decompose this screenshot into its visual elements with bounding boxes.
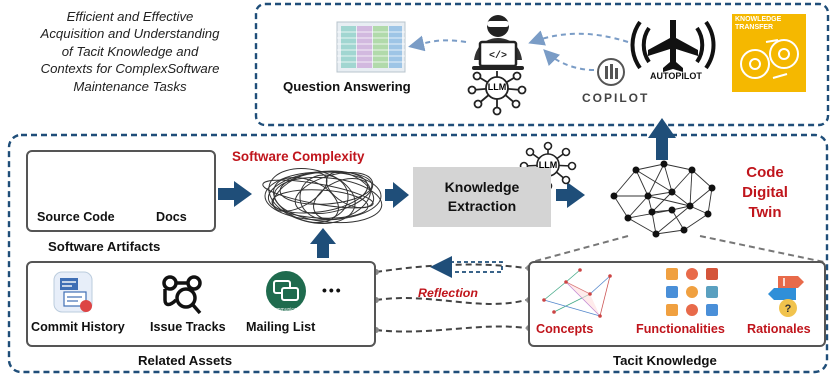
twin-cone-left: [531, 235, 629, 263]
related-assets-title: Related Assets: [138, 353, 233, 368]
twin-line2: Digital: [742, 184, 788, 201]
autopilot-icon: [630, 20, 716, 72]
knowledge-transfer-label: KNOWLEDGE TRANSFER: [735, 16, 781, 32]
reflection-label: Reflection: [418, 286, 478, 300]
docs-label: Docs: [156, 210, 187, 224]
asset-knowledge-connectors: [375, 263, 527, 333]
functionalities-label: Functionalities: [636, 322, 725, 336]
knowledge-transfer-tile: [732, 14, 806, 92]
twin-cone-right: [699, 235, 825, 263]
arrow-assets-to-complexity: [310, 228, 336, 258]
copilot-icon: [597, 58, 625, 86]
kt-line1: KNOWLEDGE: [735, 16, 782, 23]
reflection-arrow: [430, 256, 503, 278]
arrow-extraction-to-twin: [556, 182, 585, 208]
arrow-artifacts-to-complexity: [218, 181, 252, 207]
digital-twin-nodes: [610, 160, 716, 238]
ke-line1: Knowledge: [444, 179, 520, 195]
arrow-twin-to-applications: [648, 118, 676, 160]
more-assets-ellipsis: •••: [322, 282, 343, 298]
copilot-label: COPILOT: [582, 91, 650, 105]
commit-history-icon: [53, 271, 93, 313]
software-artifacts-panel: [26, 150, 216, 232]
code-digital-twin-label: Code Digital Twin: [730, 163, 800, 223]
twin-line3: Twin: [748, 204, 782, 221]
twin-line1: Code: [746, 164, 784, 181]
tacit-knowledge-title: Tacit Knowledge: [613, 353, 717, 368]
dashed-arrow-llm-to-qa: [408, 35, 467, 52]
coder-icon: </>: [472, 15, 524, 70]
title-line: Acquisition and Understanding: [40, 26, 220, 42]
llm-network-icon-top: [467, 71, 527, 116]
rationales-signpost-icon: ?: [768, 276, 804, 317]
software-artifacts-title: Software Artifacts: [48, 239, 161, 254]
header-title: Efficient and Effective Acquisition and …: [14, 8, 246, 95]
commit-history-label: Commit History: [31, 320, 125, 334]
question-answering-label: Question Answering: [283, 79, 411, 94]
llm-extraction-label: LLM: [538, 160, 558, 170]
arrow-complexity-to-extraction: [385, 182, 409, 208]
mailing-list-label: Mailing List: [246, 320, 316, 334]
issue-tracks-label: Issue Tracks: [150, 320, 226, 334]
kt-line2: TRANSFER: [735, 24, 774, 31]
issue-tracks-icon: [162, 275, 202, 315]
functionalities-grid-icon: [666, 268, 718, 316]
communication-caption: Communication: [270, 307, 305, 313]
title-line: Contexts for ComplexSoftware: [40, 61, 220, 77]
software-complexity-label: Software Complexity: [232, 149, 365, 164]
tangled-complexity-scribble: [262, 168, 383, 224]
dashed-arrow-autopilot-to-llm: [528, 30, 629, 46]
title-line: of Tacit Knowledge and: [61, 43, 199, 59]
applications-dashed-box: [254, 2, 830, 127]
spreadsheet-icon: [336, 21, 406, 73]
svg-text:?: ?: [785, 303, 792, 315]
mailing-list-icon: [266, 271, 306, 311]
concepts-graph-icon: [543, 269, 611, 317]
autopilot-label: AUTOPILOT: [650, 71, 702, 81]
svg-text:</>: </>: [489, 50, 507, 62]
pipeline-dashed-box: [7, 133, 829, 374]
source-code-label: Source Code: [37, 210, 115, 224]
ke-line2: Extraction: [447, 198, 517, 214]
dashed-arrow-copilot-to-llm: [543, 49, 595, 71]
llm-top-label: LLM: [487, 82, 507, 92]
knowledge-extraction-box: Knowledge Extraction: [413, 167, 551, 227]
concepts-label: Concepts: [536, 322, 594, 336]
title-line: Maintenance Tasks: [73, 78, 187, 94]
title-line: Efficient and Effective: [66, 9, 194, 24]
rationales-label: Rationales: [747, 322, 811, 336]
